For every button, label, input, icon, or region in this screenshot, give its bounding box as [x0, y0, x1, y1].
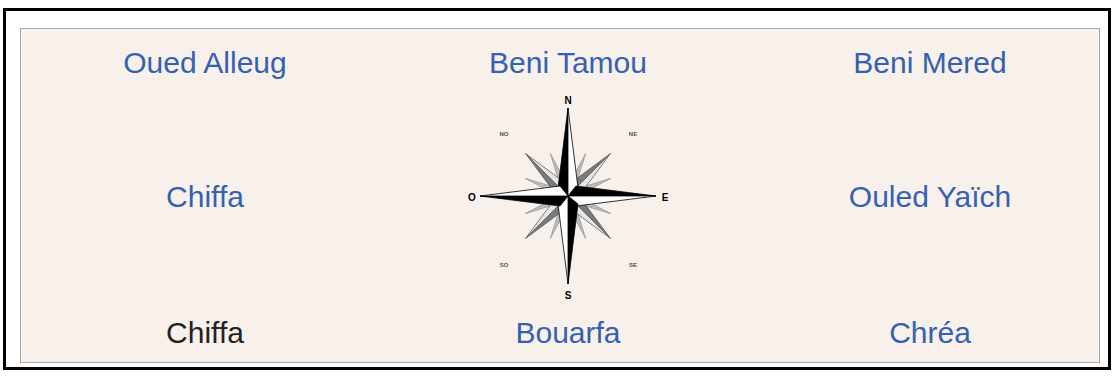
label-slot: S — [565, 285, 572, 303]
compass-letter: NO — [500, 131, 509, 138]
compass-letter: N — [564, 95, 571, 106]
commune-name: Ouled Yaïch — [849, 180, 1011, 213]
commune-name: Beni Tamou — [489, 46, 647, 79]
commune-name: Bouarfa — [515, 316, 620, 349]
compass-letter: E — [662, 192, 669, 203]
label-slot: Chréa — [889, 316, 971, 349]
compass-letter: S — [565, 290, 572, 301]
label-slot: N — [564, 90, 571, 108]
label-slot: Oued Alleug — [123, 46, 286, 79]
label-slot: NE — [629, 122, 637, 140]
compass-letter: NE — [629, 131, 637, 138]
commune-name: Chiffa — [166, 316, 244, 349]
label-slot: E — [662, 187, 669, 205]
commune-name: Oued Alleug — [123, 46, 286, 79]
compass-letter: SE — [629, 262, 637, 269]
label-slot: SE — [629, 253, 637, 271]
label-slot: Chiffa — [166, 316, 244, 349]
label-slot: SO — [500, 253, 509, 271]
label-slot: Bouarfa — [515, 316, 620, 349]
commune-name: Chiffa — [166, 180, 244, 213]
label-slot: Chiffa — [166, 180, 244, 213]
compass-letter: O — [468, 192, 476, 203]
label-slot: Ouled Yaïch — [849, 180, 1011, 213]
label-slot: O — [468, 187, 476, 205]
compass-letter: SO — [500, 262, 509, 269]
commune-name: Chréa — [889, 316, 971, 349]
label-slot: Beni Tamou — [489, 46, 647, 79]
label-slot: Beni Mered — [853, 46, 1006, 79]
commune-name: Beni Mered — [853, 46, 1006, 79]
label-slot: NO — [500, 122, 509, 140]
